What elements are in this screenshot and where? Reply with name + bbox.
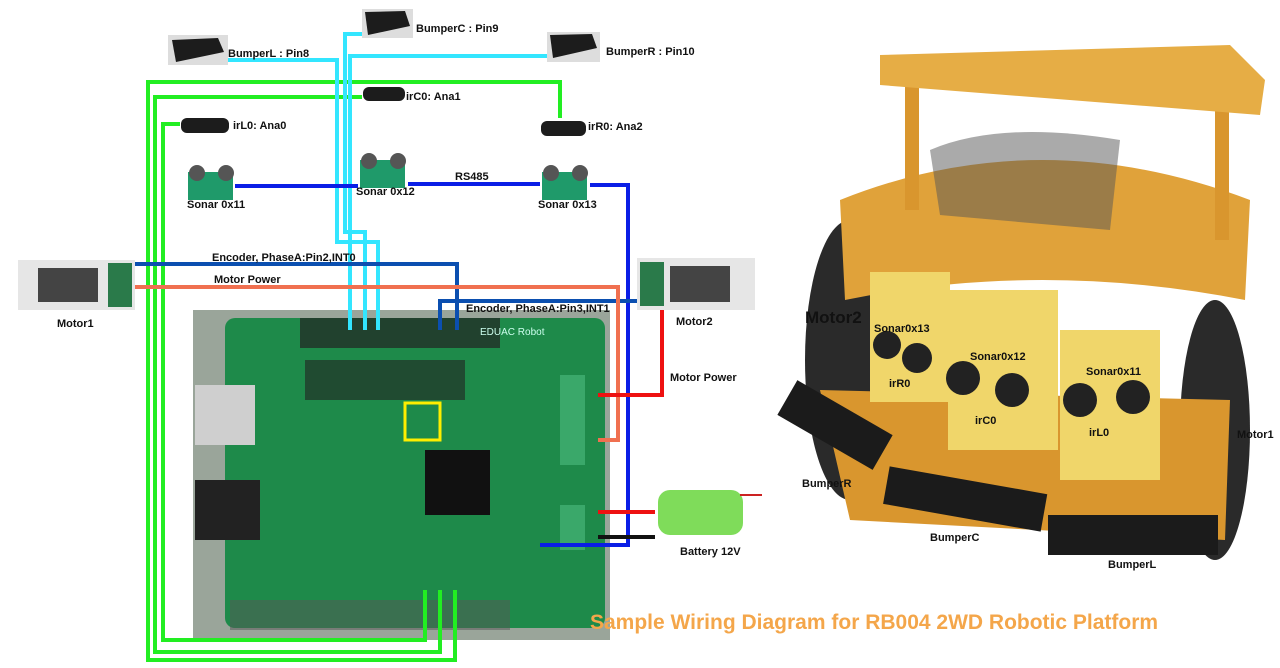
board-name: EDUAC Robot <box>480 327 545 338</box>
label-battery: Battery 12V <box>680 546 741 558</box>
wire-motor-power2 <box>598 310 664 397</box>
wire-bumperR <box>348 54 547 330</box>
label-sonar13: Sonar 0x13 <box>538 199 597 211</box>
robot-label-sonar11: Sonar0x11 <box>1086 366 1141 378</box>
battery-image <box>658 490 762 535</box>
robot-label-motor2: Motor2 <box>805 308 862 327</box>
label-bumperL: BumperL : Pin8 <box>228 48 309 60</box>
label-encoder2: Encoder, PhaseA:Pin3,INT1 <box>466 303 610 315</box>
robot-label-irC0: irC0 <box>975 415 996 427</box>
robot-label-irL0: irL0 <box>1089 427 1109 439</box>
sonar-images <box>188 153 588 200</box>
robot-label-irR0: irR0 <box>889 378 910 390</box>
ir-sensor-images <box>181 87 586 136</box>
wire-encoder2 <box>438 299 637 330</box>
wire-bumperL <box>228 58 380 330</box>
robot-label-motor1: Motor1 <box>1237 429 1274 441</box>
robot-photo: Motor2 Sonar0x13 Sonar0x12 Sonar0x11 irR… <box>777 45 1274 571</box>
robot-label-bumperL: BumperL <box>1108 559 1157 571</box>
robot-label-bumperR: BumperR <box>802 478 852 490</box>
wire-motor-power1 <box>135 285 620 442</box>
wire-encoder1 <box>135 262 459 330</box>
label-motor2: Motor2 <box>676 316 713 328</box>
wire-irR0 <box>146 80 562 662</box>
label-sonar11: Sonar 0x11 <box>187 199 245 211</box>
label-irC0: irC0: Ana1 <box>406 91 461 103</box>
wires <box>135 32 664 662</box>
label-irR0: irR0: Ana2 <box>588 121 643 133</box>
label-rs485: RS485 <box>455 171 489 183</box>
label-encoder1: Encoder, PhaseA:Pin2,INT0 <box>212 252 356 264</box>
label-motor1: Motor1 <box>57 318 94 330</box>
robot-label-bumperC: BumperC <box>930 532 980 544</box>
motor-images <box>18 258 755 310</box>
wire-irL0 <box>161 122 427 642</box>
wire-irC0 <box>153 95 442 654</box>
highlight-box <box>403 401 442 442</box>
controller-board: EDUAC Robot <box>193 310 610 640</box>
label-motor-power1: Motor Power <box>214 274 281 286</box>
label-sonar12: Sonar 0x12 <box>356 186 415 198</box>
robot-label-sonar13: Sonar0x13 <box>874 323 930 335</box>
diagram-title: Sample Wiring Diagram for RB004 2WD Robo… <box>590 611 1158 634</box>
label-bumperR: BumperR : Pin10 <box>606 46 695 58</box>
label-irL0: irL0: Ana0 <box>233 120 286 132</box>
robot-label-sonar12: Sonar0x12 <box>970 351 1026 363</box>
label-motor-power2: Motor Power <box>670 372 737 384</box>
bumper-images <box>168 9 600 65</box>
label-bumperC: BumperC : Pin9 <box>416 23 499 35</box>
